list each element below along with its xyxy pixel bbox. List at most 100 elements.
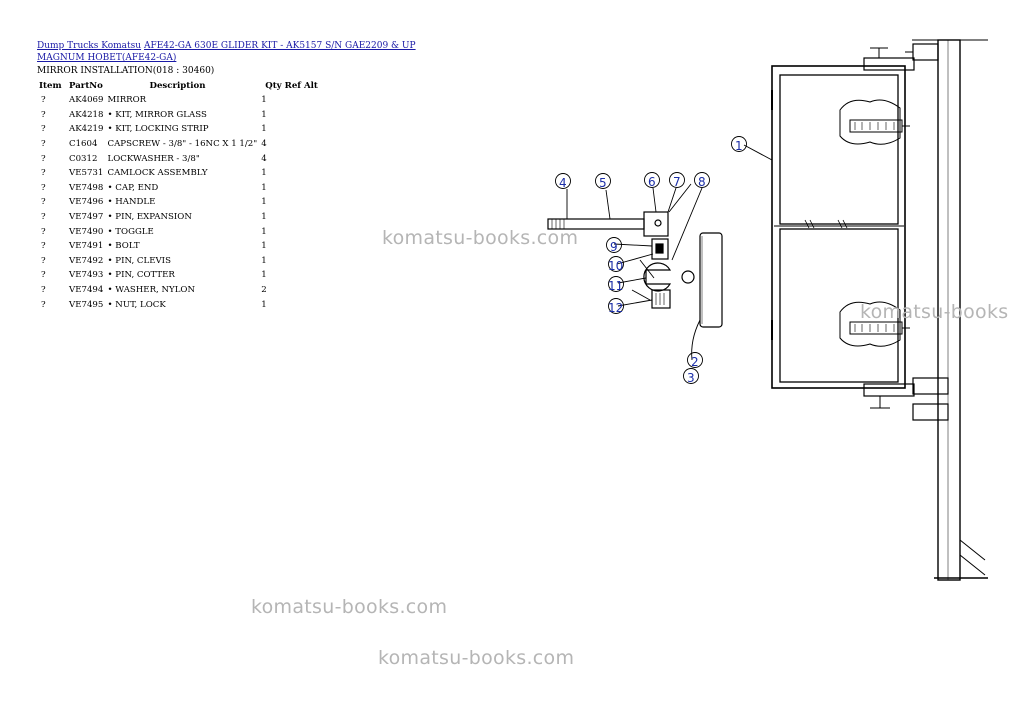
cell-description: LOCKWASHER - 3/8" — [107, 153, 200, 164]
cell-partno: AK4219 — [69, 124, 104, 135]
mirror-post — [912, 39, 988, 581]
lower-clamp — [839, 301, 910, 347]
leader-lines — [566, 144, 773, 307]
cell-item: ? — [41, 226, 46, 237]
parts-table: Item PartNo Description Qty Ref Alt ? AK4… — [37, 79, 320, 312]
cell-partno: AK4069 — [69, 95, 104, 106]
cell-description: CAMLOCK ASSEMBLY — [107, 168, 208, 179]
svg-text:1: 1 — [735, 139, 743, 153]
cell-qty: 1 — [261, 212, 267, 223]
cell-item: ? — [41, 182, 46, 193]
cell-partno: AK4218 — [69, 109, 104, 120]
cell-description: • KIT, LOCKING STRIP — [107, 124, 209, 135]
cell-qty: 4 — [261, 139, 267, 150]
cell-item: ? — [41, 299, 46, 310]
cell-partno: C0312 — [69, 153, 98, 164]
table-row: ? C1604 CAPSCREW - 3/8" - 16NC X 1 1/2"4 — [37, 137, 320, 152]
breadcrumb-link-category[interactable]: Dump Trucks Komatsu — [37, 41, 142, 51]
svg-text:2: 2 — [691, 355, 699, 369]
table-row: ? C0312 LOCKWASHER - 3/8" 4 — [37, 151, 320, 166]
cell-description: • CAP, END — [107, 182, 159, 193]
cell-partno: VE7490 — [69, 226, 104, 237]
col-item-header: Item — [39, 81, 62, 91]
svg-text:4: 4 — [559, 176, 567, 190]
svg-text:10: 10 — [608, 259, 623, 273]
cell-qty: 1 — [261, 226, 267, 237]
callout-6: 6 — [644, 172, 660, 189]
table-row: ? VE7494• WASHER, NYLON 2 — [37, 283, 320, 298]
svg-text:7: 7 — [673, 175, 681, 189]
cell-qty: 1 — [261, 182, 267, 193]
callout-4: 4 — [555, 173, 571, 190]
upper-bracket — [863, 43, 939, 71]
cell-qty: 2 — [261, 285, 267, 296]
cell-item: ? — [41, 212, 46, 223]
camlock-assembly — [547, 183, 723, 361]
col-partno-header: PartNo — [69, 81, 103, 91]
cell-partno: VE7496 — [69, 197, 104, 208]
watermark: komatsu-books — [860, 301, 1009, 323]
cell-qty: 1 — [261, 299, 267, 310]
callout-12: 12 — [608, 298, 624, 315]
svg-text:8: 8 — [698, 175, 706, 189]
callouts: 1 2 3 4 5 6 7 8 9 10 11 12 — [555, 136, 747, 385]
cell-description: MIRROR — [107, 95, 147, 106]
cell-qty: 1 — [261, 168, 267, 179]
watermark: komatsu-books.com — [378, 647, 575, 669]
watermark: komatsu-books.com — [382, 227, 579, 249]
cell-qty: 1 — [261, 197, 267, 208]
cell-partno: C1604 — [69, 139, 98, 150]
cell-partno: VE7495 — [69, 299, 104, 310]
upper-clamp — [839, 99, 910, 145]
cell-description: • PIN, COTTER — [107, 270, 175, 281]
cell-partno: VE7497 — [69, 212, 104, 223]
cell-description: • TOGGLE — [107, 226, 154, 237]
cell-description: • HANDLE — [107, 197, 156, 208]
cell-item: ? — [41, 95, 46, 106]
cell-qty: 1 — [261, 109, 267, 120]
watermark: komatsu-books.com — [251, 596, 448, 618]
lower-bracket — [863, 377, 949, 421]
col-qty-ref-alt-header: Qty Ref Alt — [265, 81, 318, 91]
breadcrumb: Dump Trucks Komatsu AFE42-GA 630E GLIDER… — [37, 40, 457, 64]
cell-item: ? — [41, 270, 46, 281]
callout-1: 1 — [731, 136, 747, 153]
cell-qty: 4 — [261, 153, 267, 164]
table-row: ? VE7490• TOGGLE 1 — [37, 224, 320, 239]
cell-description: • NUT, LOCK — [107, 299, 166, 310]
mirror-frame — [771, 65, 906, 389]
cell-item: ? — [41, 168, 46, 179]
cell-qty: 1 — [261, 270, 267, 281]
cell-description: • PIN, EXPANSION — [107, 212, 192, 223]
cell-description: • WASHER, NYLON — [107, 285, 195, 296]
cell-description: • KIT, MIRROR GLASS — [107, 109, 207, 120]
table-row: ? VE7496• HANDLE 1 — [37, 195, 320, 210]
svg-text:11: 11 — [608, 279, 623, 293]
page-subtitle: MIRROR INSTALLATION(018 : 30460) — [37, 66, 215, 76]
cell-item: ? — [41, 139, 46, 150]
cell-item: ? — [41, 124, 46, 135]
cell-description: • BOLT — [107, 241, 140, 252]
breadcrumb-link-model[interactable]: AFE42-GA 630E GLIDER KIT - AK5157 S/N GA… — [37, 41, 416, 63]
cell-qty: 1 — [261, 241, 267, 252]
cell-description: • PIN, CLEVIS — [107, 255, 171, 266]
cell-partno: VE7492 — [69, 255, 104, 266]
cell-item: ? — [41, 285, 46, 296]
cell-partno: VE7491 — [69, 241, 104, 252]
col-description-header: Description — [149, 81, 206, 91]
cell-item: ? — [41, 197, 46, 208]
cell-partno: VE7494 — [69, 285, 104, 296]
table-row: ? VE7495• NUT, LOCK 1 — [37, 297, 320, 312]
svg-text:12: 12 — [608, 301, 623, 315]
cell-item: ? — [41, 153, 46, 164]
callout-3: 3 — [683, 368, 699, 385]
cell-description: CAPSCREW - 3/8" - 16NC X 1 1/2" — [107, 139, 258, 150]
